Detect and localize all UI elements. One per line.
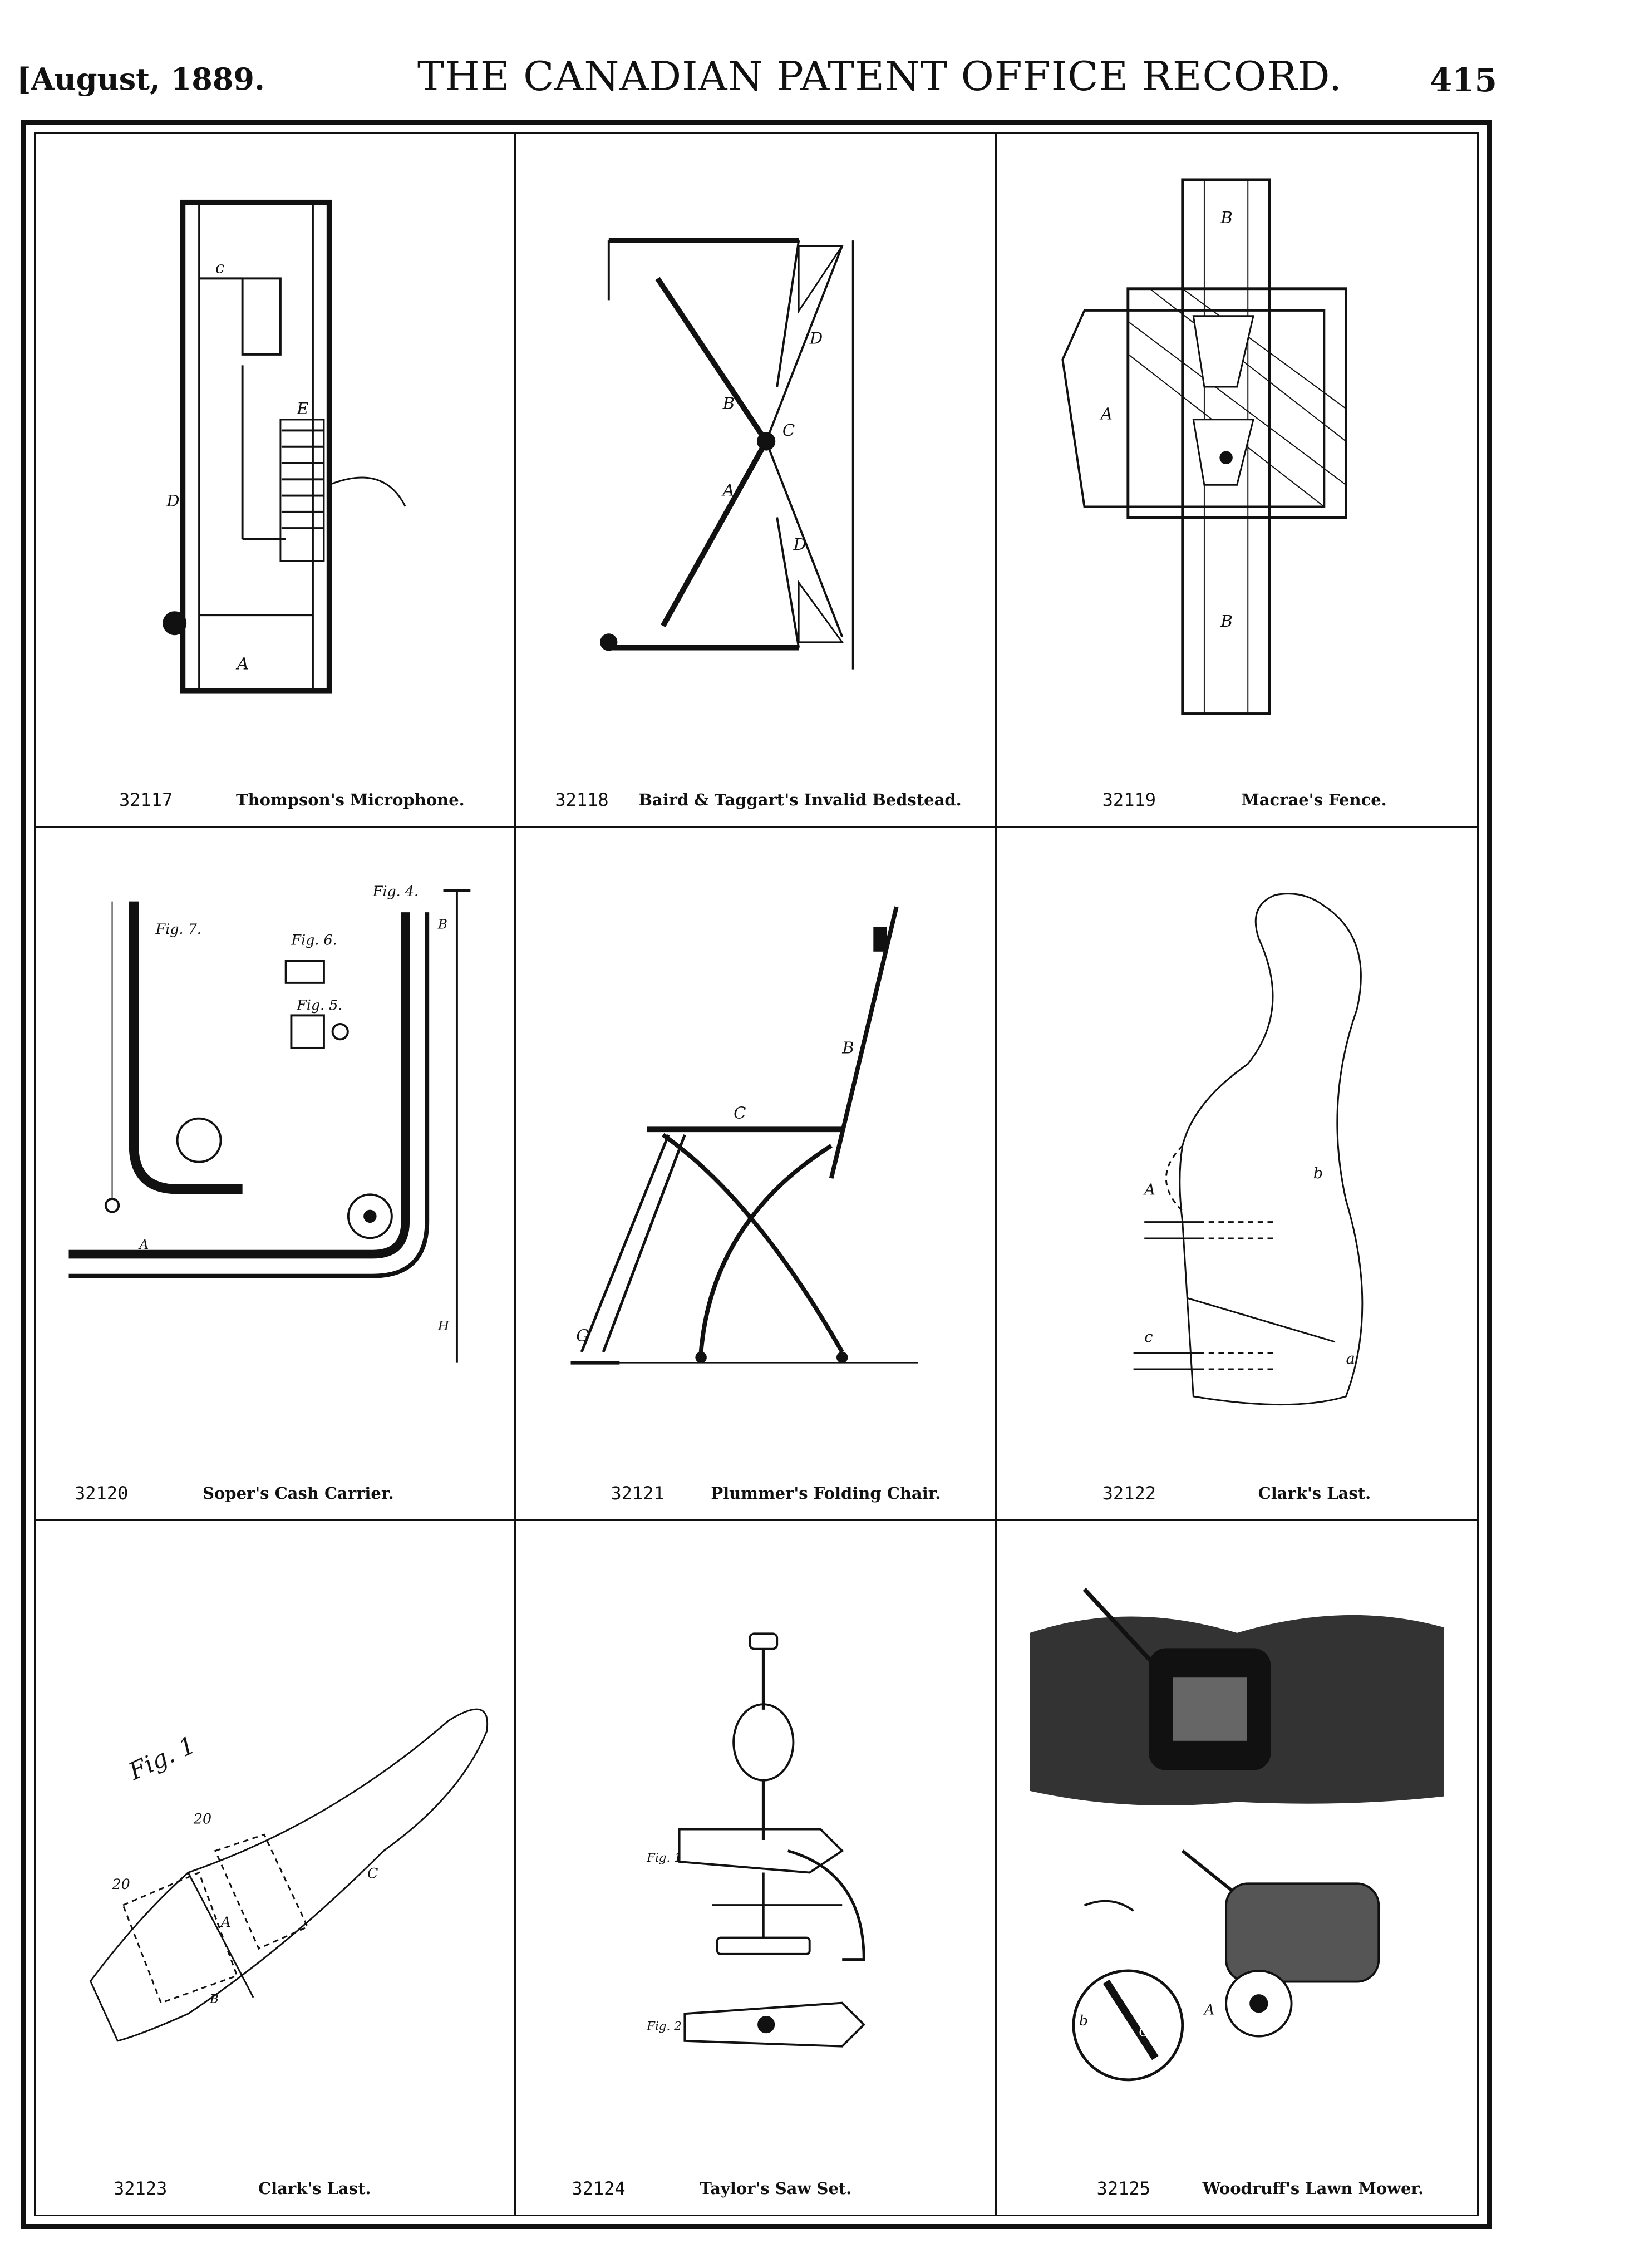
patent-title: Plummer's Folding Chair.	[711, 1484, 941, 1503]
svg-text:A: A	[1203, 2001, 1214, 2018]
svg-text:20: 20	[112, 1876, 130, 1892]
lawn-mower-drawing: b C A	[1019, 1543, 1455, 2137]
last-side-drawing: A b c a	[1019, 850, 1455, 1442]
svg-text:A: A	[721, 481, 735, 500]
svg-text:B: B	[1220, 612, 1233, 631]
last-fig1-drawing: Fig. 1 20 20 C A B	[58, 1543, 492, 2137]
svg-text:c: c	[1144, 1329, 1153, 1346]
patent-caption: 32124 Taylor's Saw Set.	[516, 2160, 995, 2199]
cash-carrier-drawing: Fig. 4. Fig. 6. Fig. 7. Fig. 5.	[58, 850, 492, 1442]
svg-text:C: C	[1139, 2023, 1149, 2040]
svg-text:D: D	[166, 491, 179, 510]
svg-text:C: C	[734, 1104, 746, 1123]
patent-caption: 32125 Woodruff's Lawn Mower.	[997, 2160, 1477, 2199]
svg-text:Fig. 1: Fig. 1	[124, 1731, 200, 1786]
patent-number: 32120	[75, 1483, 129, 1504]
svg-text:A: A	[220, 1913, 231, 1930]
patent-caption: 32123 Clark's Last.	[36, 2160, 514, 2199]
svg-text:Fig. 2: Fig. 2	[646, 2019, 682, 2033]
issue-date: [August, 1889.	[17, 61, 265, 97]
svg-text:Fig. 7.: Fig. 7.	[155, 921, 201, 937]
svg-text:G: G	[577, 1326, 589, 1345]
svg-text:H: H	[437, 1318, 450, 1334]
patent-number: 32121	[611, 1483, 665, 1504]
patent-cell-32124: Fig. 1 Fig. 2 32124 Taylor's Saw Set.	[516, 1521, 997, 2215]
patent-cell-32119: A B B 32119 Macrae's Fence.	[996, 134, 1477, 828]
patent-cell-32117: c E D A 32117 Thompson's Microphone.	[36, 134, 516, 828]
svg-text:B: B	[1220, 208, 1233, 227]
page-number: 415	[1429, 61, 1497, 99]
patent-number: 32117	[119, 789, 173, 810]
patent-number: 32118	[555, 789, 609, 810]
svg-text:b: b	[1313, 1165, 1323, 1182]
patent-plate-frame: c E D A 32117 Thompson's Microphone.	[21, 120, 1492, 2229]
patent-title: Macrae's Fence.	[1241, 790, 1387, 809]
patent-title: Clark's Last.	[258, 2179, 371, 2198]
patent-number: 32123	[114, 2178, 168, 2199]
patent-grid: c E D A 32117 Thompson's Microphone.	[36, 134, 1477, 2215]
patent-caption: 32119 Macrae's Fence.	[997, 771, 1477, 810]
patent-number: 32125	[1096, 2178, 1150, 2199]
svg-text:20: 20	[193, 1811, 211, 1827]
saw-set-drawing: Fig. 1 Fig. 2	[538, 1543, 972, 2137]
patent-number: 32119	[1102, 789, 1156, 810]
patent-caption: 32121 Plummer's Folding Chair.	[516, 1465, 995, 1504]
patent-caption: 32122 Clark's Last.	[997, 1465, 1477, 1504]
svg-text:D: D	[809, 328, 823, 347]
svg-text:C: C	[367, 1864, 378, 1881]
svg-text:Fig. 4.: Fig. 4.	[372, 883, 419, 899]
folding-chair-drawing: C B G	[538, 850, 972, 1442]
svg-text:B: B	[722, 393, 735, 412]
svg-text:Fig. 1: Fig. 1	[646, 1851, 682, 1865]
page-header: [August, 1889. THE CANADIAN PATENT OFFIC…	[17, 53, 1497, 103]
svg-text:E: E	[296, 399, 308, 418]
svg-text:Fig. 6.: Fig. 6.	[291, 932, 337, 948]
patent-cell-32121: C B G 32121 Plummer's Folding Chair.	[516, 828, 997, 1521]
patent-title: Soper's Cash Carrier.	[203, 1484, 394, 1503]
patent-title: Thompson's Microphone.	[236, 790, 465, 809]
patent-caption: 32117 Thompson's Microphone.	[36, 771, 514, 810]
svg-text:B: B	[437, 916, 447, 932]
patent-title: Baird & Taggart's Invalid Bedstead.	[638, 790, 962, 809]
patent-cell-32118: C D D B A 32118 Baird & Taggart's Invali…	[516, 134, 997, 828]
microphone-drawing: c E D A	[58, 156, 492, 748]
fence-drawing: A B B	[1019, 156, 1455, 748]
patent-number: 32122	[1102, 1483, 1156, 1504]
svg-text:A: A	[138, 1237, 149, 1252]
svg-text:c: c	[215, 258, 224, 277]
svg-text:a: a	[1346, 1350, 1355, 1367]
patent-number: 32124	[572, 2178, 626, 2199]
patent-title: Clark's Last.	[1258, 1484, 1371, 1503]
publication-title: THE CANADIAN PATENT OFFICE RECORD.	[417, 53, 1342, 100]
svg-text:D: D	[793, 535, 806, 554]
patent-cell-32120: Fig. 4. Fig. 6. Fig. 7. Fig. 5.	[36, 828, 516, 1521]
patent-plate-inner: c E D A 32117 Thompson's Microphone.	[34, 132, 1479, 2216]
svg-text:C: C	[782, 421, 795, 440]
patent-cell-32123: Fig. 1 20 20 C A B 32123 Clark's Last.	[36, 1521, 516, 2215]
patent-title: Taylor's Saw Set.	[700, 2179, 852, 2198]
patent-cell-32125: b C A 32125 Woodruff's Lawn Mower.	[997, 1521, 1477, 2215]
svg-text:A: A	[1143, 1182, 1155, 1199]
patent-caption: 32118 Baird & Taggart's Invalid Bedstead…	[516, 771, 995, 810]
svg-text:B: B	[842, 1039, 855, 1057]
bedstead-drawing: C D D B A	[538, 156, 972, 748]
svg-text:Fig. 5.: Fig. 5.	[296, 997, 342, 1014]
patent-title: Woodruff's Lawn Mower.	[1202, 2179, 1424, 2198]
svg-text:b: b	[1079, 2013, 1087, 2029]
patent-cell-32122: A b c a 32122 Clark's Last.	[996, 828, 1477, 1521]
svg-text:A: A	[1099, 405, 1113, 424]
svg-text:A: A	[235, 655, 249, 673]
svg-text:B: B	[209, 1993, 219, 2006]
patent-caption: 32120 Soper's Cash Carrier.	[36, 1465, 514, 1504]
